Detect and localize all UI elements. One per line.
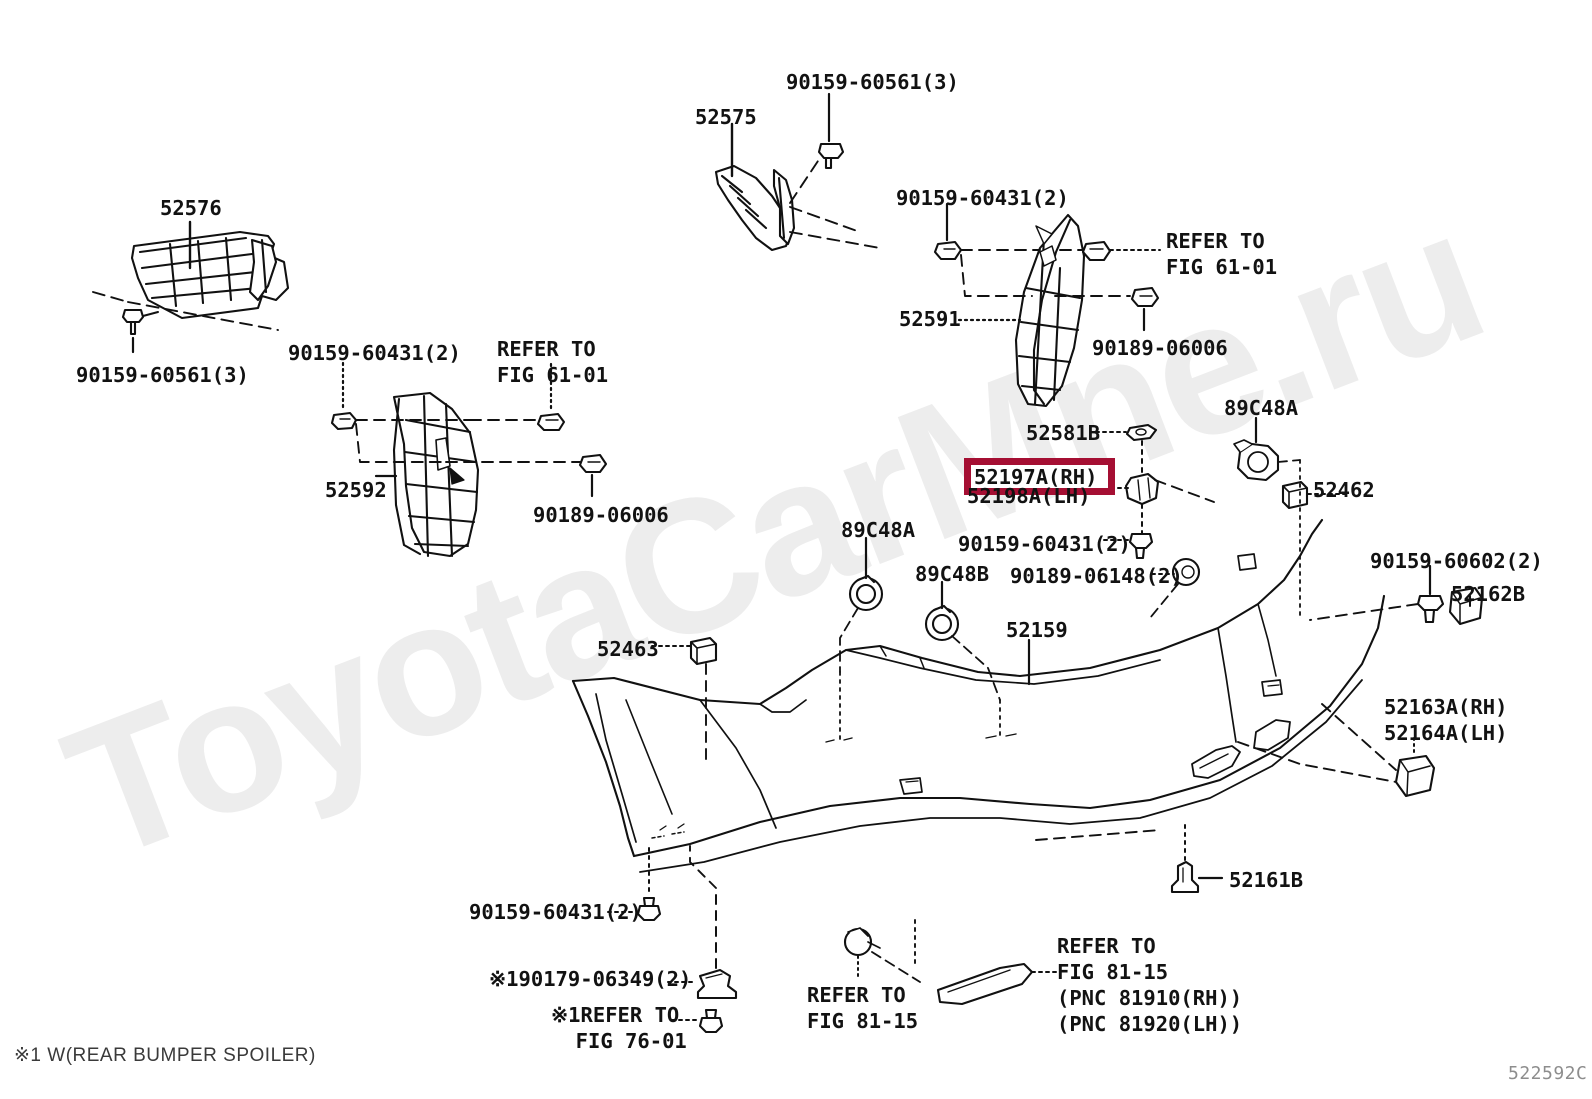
part-label-l13[interactable]: 52581B bbox=[1026, 421, 1101, 445]
part-52162B-cap bbox=[1448, 586, 1484, 626]
fastener-90159-60602 bbox=[1416, 594, 1445, 624]
part-label-l15[interactable]: 52198A(LH) bbox=[967, 484, 1091, 508]
part-reflector-81910 bbox=[936, 962, 1034, 1006]
part-label-l17[interactable]: 89C48A bbox=[841, 518, 916, 542]
fastener-90159-60561-center bbox=[817, 142, 845, 170]
fastener-90159-60431-center bbox=[1128, 532, 1154, 560]
part-label-l27[interactable]: 90159-60431(2) bbox=[469, 900, 642, 924]
part-label-l04[interactable]: REFER TO FIG 61-01 bbox=[497, 337, 609, 387]
fastener-90159-60561-left bbox=[121, 308, 145, 336]
part-label-l21[interactable]: 90189-06148(2) bbox=[1010, 564, 1183, 588]
part-52161B-clip bbox=[1170, 860, 1200, 894]
part-label-l06[interactable]: 90189-06006 bbox=[533, 503, 669, 527]
part-label-l08[interactable]: 52575 bbox=[695, 105, 757, 129]
part-label-l10[interactable]: REFER TO FIG 61-01 bbox=[1166, 229, 1278, 279]
part-label-l09[interactable]: 90159-60431(2) bbox=[896, 186, 1069, 210]
highlighted-part-number[interactable]: 52197A(RH) bbox=[974, 465, 1098, 489]
part-52575-bracket bbox=[714, 164, 796, 252]
fastener-90159-60431-bottom bbox=[636, 896, 662, 922]
part-label-l23[interactable]: 52159 bbox=[1006, 618, 1068, 642]
part-label-l25[interactable]: 52163A(RH) 52164A(LH) bbox=[1384, 695, 1508, 745]
part-52581B-clip bbox=[1125, 423, 1158, 442]
part-label-l31[interactable]: ※1REFER TO FIG 76-01 bbox=[551, 1003, 687, 1053]
part-52463-block bbox=[689, 636, 718, 666]
part-52462-block bbox=[1281, 480, 1309, 510]
part-89C48A-sensor-left bbox=[848, 574, 884, 612]
fastener-90189-06006-left bbox=[578, 453, 608, 474]
fastener-90189-06006-right bbox=[1130, 286, 1160, 308]
part-label-l11[interactable]: 52591 bbox=[899, 307, 961, 331]
fastener-reflector-clip bbox=[843, 927, 881, 957]
fastener-refer-61-01-left bbox=[536, 412, 566, 432]
fastener-90159-60431-right bbox=[933, 240, 963, 261]
part-label-l03[interactable]: 90159-60431(2) bbox=[288, 341, 461, 365]
part-label-l19[interactable]: 90159-60602(2) bbox=[1370, 549, 1543, 573]
part-label-l29[interactable]: ※190179-06349(2) bbox=[489, 967, 692, 991]
part-89C48A-sensor-right bbox=[1233, 439, 1280, 482]
part-label-l14[interactable]: 89C48A bbox=[1224, 396, 1299, 420]
part-label-l24[interactable]: 52463 bbox=[597, 637, 659, 661]
part-52576-bracket bbox=[130, 230, 290, 320]
part-label-l05[interactable]: 52592 bbox=[325, 478, 387, 502]
fastener-190179-06349 bbox=[696, 968, 738, 1000]
fastener-90189-06148 bbox=[1171, 557, 1201, 587]
part-label-l22[interactable]: 52162B bbox=[1451, 582, 1526, 606]
part-label-l26[interactable]: 52161B bbox=[1229, 868, 1304, 892]
footnote-text: ※1 W(REAR BUMPER SPOILER) bbox=[14, 1045, 316, 1066]
part-52163A-cap bbox=[1394, 754, 1436, 798]
fastener-refer-76-01 bbox=[698, 1008, 724, 1034]
part-89C48B-sensor bbox=[924, 604, 960, 642]
fastener-90159-60431-left bbox=[330, 411, 358, 431]
part-label-l16[interactable]: 52462 bbox=[1313, 478, 1375, 502]
part-52592-mudguard bbox=[392, 391, 480, 558]
part-52197A-bracket bbox=[1124, 472, 1160, 506]
part-label-l01[interactable]: 52576 bbox=[160, 196, 222, 220]
part-label-l30[interactable]: REFER TO FIG 81-15 bbox=[807, 983, 919, 1033]
part-label-l28[interactable]: REFER TO FIG 81-15 (PNC 81910(RH)) (PNC … bbox=[1057, 934, 1243, 1036]
part-label-l12[interactable]: 90189-06006 bbox=[1092, 336, 1228, 360]
highlight-box bbox=[964, 458, 1115, 495]
part-label-l02[interactable]: 90159-60561(3) bbox=[76, 363, 249, 387]
part-52591-mudguard bbox=[1014, 213, 1086, 408]
figure-id: 522592C bbox=[1508, 1063, 1588, 1084]
part-label-l07[interactable]: 90159-60561(3) bbox=[786, 70, 959, 94]
part-label-l18[interactable]: 90159-60431(2) bbox=[958, 532, 1131, 556]
part-52159-bumper-cover bbox=[571, 518, 1386, 873]
fastener-refer-61-01-right bbox=[1081, 240, 1112, 262]
part-label-l20[interactable]: 89C48B bbox=[915, 562, 990, 586]
